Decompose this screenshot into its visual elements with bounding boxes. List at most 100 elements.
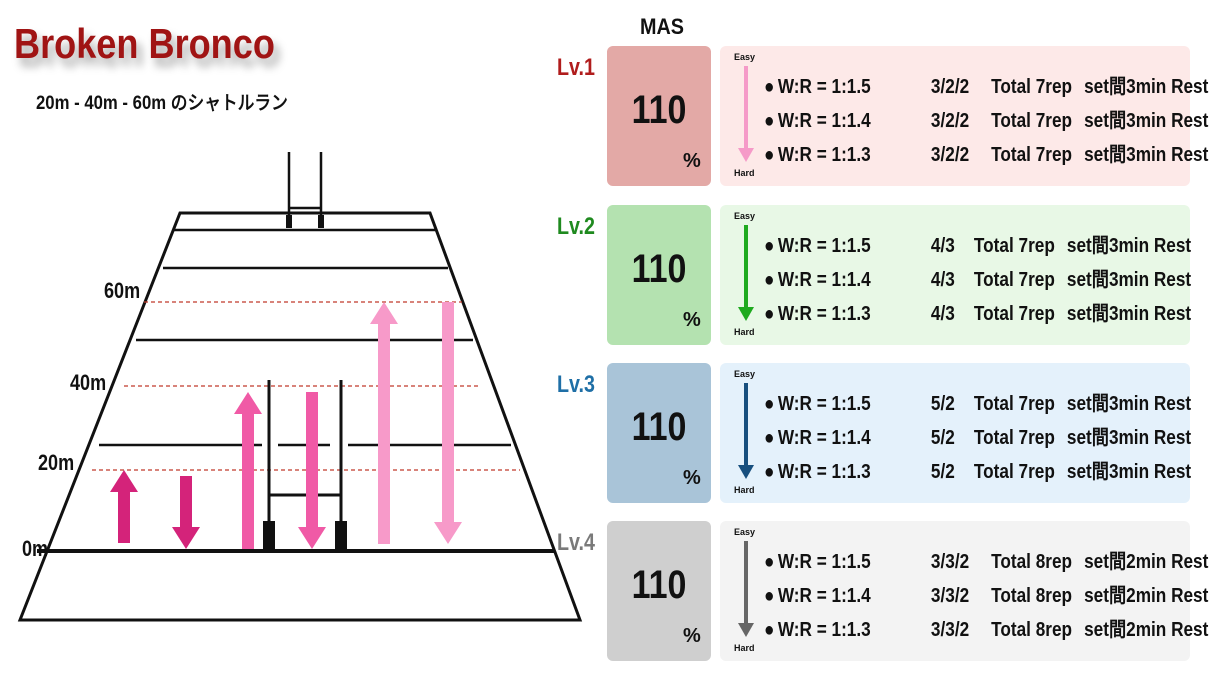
level-label: Lv.4 bbox=[557, 529, 595, 556]
rep-pattern: 5/2 bbox=[930, 393, 955, 415]
work-rest-ratio: W:R = 1:1.4 bbox=[777, 585, 871, 607]
total-reps: Total 8rep bbox=[991, 619, 1073, 641]
mas-header: MAS bbox=[640, 14, 685, 39]
work-rest-ratio: W:R = 1:1.5 bbox=[777, 551, 871, 573]
set-rest: set間3min Rest bbox=[1066, 427, 1192, 449]
work-rest-ratio: W:R = 1:1.4 bbox=[777, 269, 871, 291]
total-reps: Total 7rep bbox=[973, 393, 1055, 415]
rep-pattern: 3/2/2 bbox=[930, 76, 970, 98]
total-reps: Total 7rep bbox=[973, 235, 1055, 257]
shuttle-arrows bbox=[110, 302, 462, 549]
level-label: Lv.2 bbox=[557, 213, 595, 240]
mas-unit: % bbox=[683, 625, 701, 647]
mas-unit: % bbox=[683, 309, 701, 331]
total-reps: Total 7rep bbox=[973, 269, 1055, 291]
set-rest: set間3min Rest bbox=[1084, 76, 1209, 98]
total-reps: Total 7rep bbox=[973, 303, 1055, 325]
set-rest: set間3min Rest bbox=[1066, 303, 1192, 325]
work-rest-ratio: W:R = 1:1.4 bbox=[777, 110, 871, 132]
page-title: Broken Bronco bbox=[14, 20, 275, 67]
work-rest-ratio: W:R = 1:1.3 bbox=[777, 461, 871, 483]
set-rest: set間2min Rest bbox=[1084, 551, 1209, 573]
easy-label: Easy bbox=[734, 211, 756, 221]
protocol-row: ●W:R = 1:1.3 5/2 Total 7rep set間3min Rest bbox=[764, 455, 1200, 484]
bullet-icon: ● bbox=[764, 461, 775, 483]
goal-post-pad-top-left bbox=[286, 215, 292, 228]
goal-post-pad-bottom-left bbox=[263, 521, 275, 551]
rep-pattern: 5/2 bbox=[930, 427, 955, 449]
set-rest: set間3min Rest bbox=[1066, 461, 1192, 483]
protocol-row: ●W:R = 1:1.5 3/2/2 Total 7rep set間3min Rest bbox=[764, 70, 1217, 99]
goal-post-pad-top-right bbox=[318, 215, 324, 228]
rep-pattern: 4/3 bbox=[930, 235, 955, 257]
set-rest: set間3min Rest bbox=[1084, 144, 1209, 166]
rep-pattern: 4/3 bbox=[930, 303, 955, 325]
total-reps: Total 7rep bbox=[973, 461, 1055, 483]
shuttle-arrow-down-icon bbox=[298, 392, 326, 549]
difficulty-arrow-icon bbox=[738, 541, 754, 637]
mas-value: 110 bbox=[631, 247, 687, 291]
bullet-icon: ● bbox=[764, 110, 775, 132]
shuttle-arrow-up-icon bbox=[370, 302, 398, 544]
work-rest-ratio: W:R = 1:1.5 bbox=[777, 235, 871, 257]
mas-unit: % bbox=[683, 150, 701, 172]
mas-value: 110 bbox=[631, 88, 687, 132]
rugby-field-diagram bbox=[17, 152, 583, 622]
mas-unit: % bbox=[683, 467, 701, 489]
shuttle-arrow-up-icon bbox=[110, 470, 138, 543]
rep-pattern: 3/2/2 bbox=[930, 110, 970, 132]
distance-mark-40m: 40m bbox=[70, 370, 107, 395]
bullet-icon: ● bbox=[764, 144, 775, 166]
bullet-icon: ● bbox=[764, 269, 775, 291]
set-rest: set間3min Rest bbox=[1084, 110, 1209, 132]
rep-pattern: 4/3 bbox=[930, 269, 955, 291]
set-rest: set間2min Rest bbox=[1084, 585, 1209, 607]
work-rest-ratio: W:R = 1:1.4 bbox=[777, 427, 871, 449]
bullet-icon: ● bbox=[764, 393, 775, 415]
mas-value: 110 bbox=[631, 405, 687, 449]
work-rest-ratio: W:R = 1:1.5 bbox=[777, 76, 871, 98]
mas-value: 110 bbox=[631, 563, 687, 607]
easy-label: Easy bbox=[734, 369, 756, 379]
difficulty-arrow-icon bbox=[738, 66, 754, 162]
level-label: Lv.3 bbox=[557, 371, 595, 398]
hard-label: Hard bbox=[734, 168, 755, 178]
hard-label: Hard bbox=[734, 327, 755, 337]
set-rest: set間3min Rest bbox=[1066, 235, 1192, 257]
mas-box: 110 % bbox=[607, 363, 711, 503]
difficulty-arrow-icon bbox=[738, 383, 754, 479]
work-rest-ratio: W:R = 1:1.3 bbox=[777, 619, 871, 641]
mas-box: 110 % bbox=[607, 205, 711, 345]
rep-pattern: 3/2/2 bbox=[930, 144, 970, 166]
bullet-icon: ● bbox=[764, 76, 775, 98]
work-rest-ratio: W:R = 1:1.5 bbox=[777, 393, 871, 415]
rep-pattern: 5/2 bbox=[930, 461, 955, 483]
rep-pattern: 3/3/2 bbox=[930, 619, 970, 641]
protocol-row: ●W:R = 1:1.4 4/3 Total 7rep set間3min Rest bbox=[764, 263, 1200, 292]
level-label: Lv.1 bbox=[557, 54, 595, 81]
work-rest-ratio: W:R = 1:1.3 bbox=[777, 303, 871, 325]
total-reps: Total 7rep bbox=[991, 76, 1073, 98]
easy-label: Easy bbox=[734, 52, 756, 62]
set-rest: set間3min Rest bbox=[1066, 269, 1192, 291]
mas-box: 110 % bbox=[607, 521, 711, 661]
bullet-icon: ● bbox=[764, 619, 775, 641]
distance-mark-0m: 0m bbox=[22, 536, 49, 561]
distance-mark-20m: 20m bbox=[38, 450, 75, 475]
total-reps: Total 8rep bbox=[991, 585, 1073, 607]
rep-pattern: 3/3/2 bbox=[930, 551, 970, 573]
total-reps: Total 8rep bbox=[991, 551, 1073, 573]
